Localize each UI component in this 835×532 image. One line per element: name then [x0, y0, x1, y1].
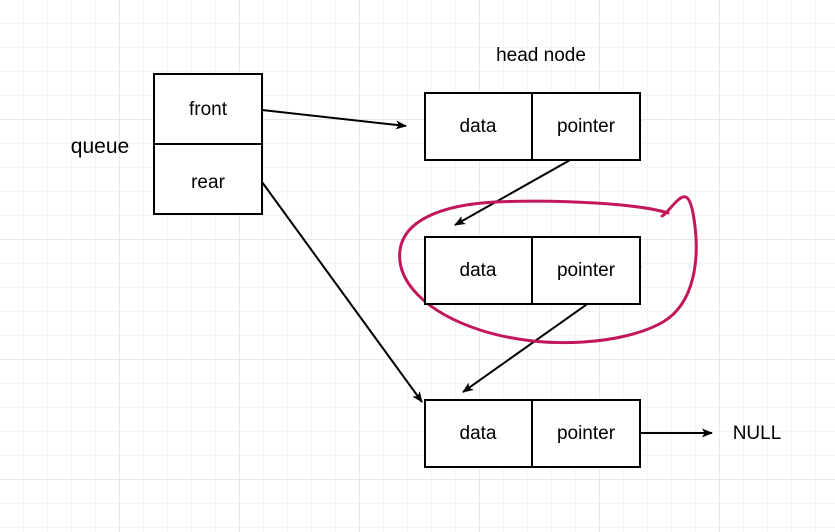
node-middle-pointer-label: pointer — [556, 260, 616, 281]
node-head-divider — [531, 92, 533, 161]
queue-front-label: front — [188, 99, 228, 120]
queue-label: queue — [70, 135, 130, 158]
node-head-data-label: data — [459, 116, 497, 137]
arrow-rear-to-tail-node — [261, 181, 423, 403]
node-tail-pointer-label: pointer — [556, 423, 616, 444]
node-middle-data-label: data — [459, 260, 497, 281]
queue-struct-divider — [153, 143, 263, 145]
node-head-pointer-label: pointer — [556, 116, 616, 137]
annotation-loop-around-middle-node — [398, 195, 698, 345]
queue-rear-label: rear — [191, 172, 225, 193]
node-tail-data-label: data — [459, 423, 497, 444]
null-label: NULL — [732, 423, 782, 444]
head-node-label: head node — [496, 45, 586, 66]
arrow-front-to-head-node — [261, 109, 407, 130]
node-middle-divider — [531, 236, 533, 305]
node-tail-divider — [531, 399, 533, 468]
